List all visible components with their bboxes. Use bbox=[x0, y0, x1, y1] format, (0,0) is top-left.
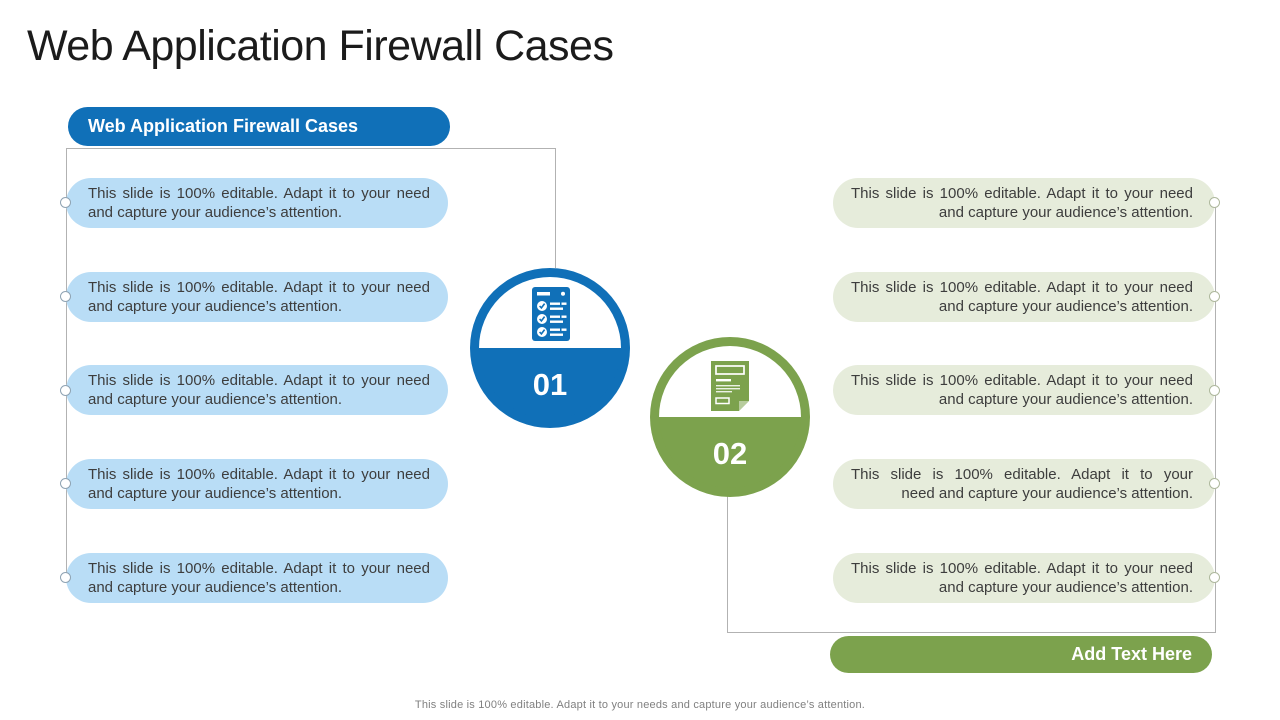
group2-text-bubble[interactable]: This slide is 100% editable. Adapt it to… bbox=[833, 553, 1215, 603]
bubble-text-line1: This slide is 100% editable. Adapt it to… bbox=[88, 560, 430, 577]
bubble-text-line1: This slide is 100% editable. Adapt it to… bbox=[88, 279, 430, 296]
group1-text-bubble[interactable]: This slide is 100% editable. Adapt it to… bbox=[66, 272, 448, 322]
bubble-text-line2: and capture your audience’s attention. bbox=[938, 579, 1193, 596]
add-text-button[interactable]: Add Text Here bbox=[830, 636, 1212, 673]
group1-header-pill[interactable]: Web Application Firewall Cases bbox=[68, 107, 450, 146]
frame2-right-line bbox=[1215, 203, 1216, 633]
document-icon bbox=[711, 361, 749, 416]
bubble-text-line1: This slide is 100% editable. Adapt it to… bbox=[851, 466, 1193, 483]
group2-text-bubble[interactable]: This slide is 100% editable. Adapt it to… bbox=[833, 272, 1215, 322]
frame1-left-line bbox=[66, 148, 67, 578]
frame1-top-line bbox=[66, 148, 555, 149]
bubble-text-line1: This slide is 100% editable. Adapt it to… bbox=[88, 466, 430, 483]
page-title: Web Application Firewall Cases bbox=[27, 22, 614, 70]
frame1-right-connector-line bbox=[555, 148, 556, 268]
group1-text-bubble[interactable]: This slide is 100% editable. Adapt it to… bbox=[66, 178, 448, 228]
bubble-text-line2: and capture your audience’s attention. bbox=[938, 391, 1193, 408]
checklist-icon bbox=[532, 287, 570, 346]
bubble-text-line2: and capture your audience’s attention. bbox=[88, 579, 343, 596]
footer-note: This slide is 100% editable. Adapt it to… bbox=[414, 699, 866, 711]
bubble-text-line2: and capture your audience’s attention. bbox=[88, 204, 343, 221]
group2-text-bubble[interactable]: This slide is 100% editable. Adapt it to… bbox=[833, 459, 1215, 509]
bubble-text-line2: need and capture your audience’s attenti… bbox=[901, 485, 1193, 502]
connector-dot bbox=[60, 291, 71, 302]
group2-text-bubble[interactable]: This slide is 100% editable. Adapt it to… bbox=[833, 365, 1215, 415]
group1-text-bubble[interactable]: This slide is 100% editable. Adapt it to… bbox=[66, 553, 448, 603]
connector-dot bbox=[1209, 385, 1220, 396]
bubble-text-line2: and capture your audience’s attention. bbox=[88, 391, 343, 408]
frame2-left-connector-line bbox=[727, 496, 728, 633]
connector-dot bbox=[1209, 478, 1220, 489]
connector-dot bbox=[60, 385, 71, 396]
frame2-bottom-line bbox=[727, 632, 1216, 633]
connector-dot bbox=[60, 572, 71, 583]
connector-dot bbox=[1209, 291, 1220, 302]
bubble-text-line2: and capture your audience’s attention. bbox=[88, 485, 343, 502]
connector-dot bbox=[60, 197, 71, 208]
group1-text-bubble[interactable]: This slide is 100% editable. Adapt it to… bbox=[66, 365, 448, 415]
step-number: 02 bbox=[712, 436, 748, 471]
bubble-text-line2: and capture your audience’s attention. bbox=[938, 298, 1193, 315]
bubble-text-line1: This slide is 100% editable. Adapt it to… bbox=[851, 372, 1193, 389]
bubble-text-line2: and capture your audience’s attention. bbox=[88, 298, 343, 315]
bubble-text-line1: This slide is 100% editable. Adapt it to… bbox=[88, 185, 430, 202]
bubble-text-line1: This slide is 100% editable. Adapt it to… bbox=[88, 372, 430, 389]
bubble-text-line1: This slide is 100% editable. Adapt it to… bbox=[851, 560, 1193, 577]
group2-text-bubble[interactable]: This slide is 100% editable. Adapt it to… bbox=[833, 178, 1215, 228]
connector-dot bbox=[1209, 197, 1220, 208]
connector-dot bbox=[1209, 572, 1220, 583]
step-circle-01[interactable]: 01 bbox=[470, 268, 630, 428]
bubble-text-line2: and capture your audience’s attention. bbox=[938, 204, 1193, 221]
bubble-text-line1: This slide is 100% editable. Adapt it to… bbox=[851, 279, 1193, 296]
group1-text-bubble[interactable]: This slide is 100% editable. Adapt it to… bbox=[66, 459, 448, 509]
step-circle-02[interactable]: 02 bbox=[650, 337, 810, 497]
bubble-text-line1: This slide is 100% editable. Adapt it to… bbox=[851, 185, 1193, 202]
step-number: 01 bbox=[532, 367, 568, 402]
connector-dot bbox=[60, 478, 71, 489]
